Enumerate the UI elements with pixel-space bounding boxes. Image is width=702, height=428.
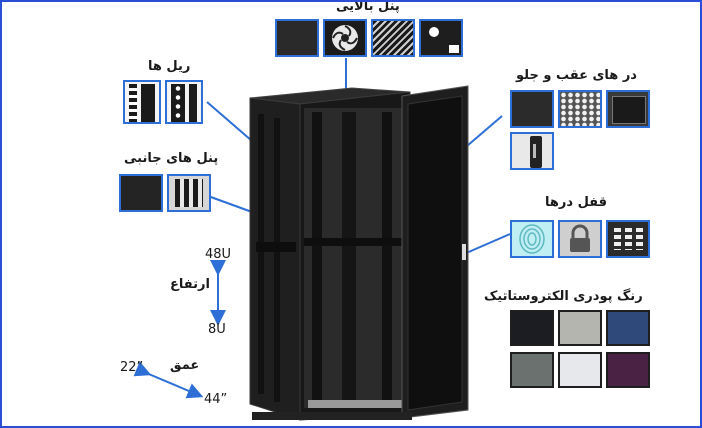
top-panel-label: پنل بالایی — [336, 0, 400, 14]
color-swatch-blue — [606, 310, 650, 346]
vented-panel-icon — [371, 19, 415, 57]
rail-round-hole-icon — [165, 80, 203, 124]
solid-side-panel-icon — [119, 174, 163, 212]
rail-square-hole-icon — [123, 80, 161, 124]
door-handle-icon — [510, 132, 554, 170]
depth-label: عمق — [170, 358, 200, 373]
fan-panel-icon — [323, 19, 367, 57]
powder-color-label: رنگ پودری الکتروستاتیک — [484, 289, 643, 304]
combination-lock-icon — [606, 220, 650, 258]
depth-arrow — [133, 361, 204, 399]
depth-max-label: 44” — [204, 392, 228, 407]
rails-label: ریل ها — [148, 59, 191, 74]
vented-side-panel-icon — [167, 174, 211, 212]
door-lock-line — [463, 233, 511, 255]
side-panels-label: پنل های جانبی — [124, 151, 219, 166]
server-rack-cabinet — [249, 85, 469, 421]
perforated-door-icon — [558, 90, 602, 128]
height-max-label: 48U — [205, 247, 232, 262]
color-swatch-white — [558, 352, 602, 388]
height-min-label: 8U — [208, 322, 226, 337]
color-swatch-purple — [606, 352, 650, 388]
fingerprint-lock-icon — [510, 220, 554, 258]
door-lock-label: قفل درها — [545, 195, 608, 210]
color-swatch-black — [510, 310, 554, 346]
color-swatch-light-gray — [558, 310, 602, 346]
cable-entry-panel-icon — [419, 19, 463, 57]
solid-panel-icon — [275, 19, 319, 57]
color-swatch-gray — [510, 352, 554, 388]
padlock-icon — [558, 220, 602, 258]
depth-min-label: 22” — [120, 360, 144, 375]
solid-door-icon — [510, 90, 554, 128]
glass-door-icon — [606, 90, 650, 128]
side-panels-line — [207, 195, 253, 213]
height-label: ارتفاع — [170, 277, 210, 292]
doors-label: در های عقب و جلو — [516, 68, 637, 83]
